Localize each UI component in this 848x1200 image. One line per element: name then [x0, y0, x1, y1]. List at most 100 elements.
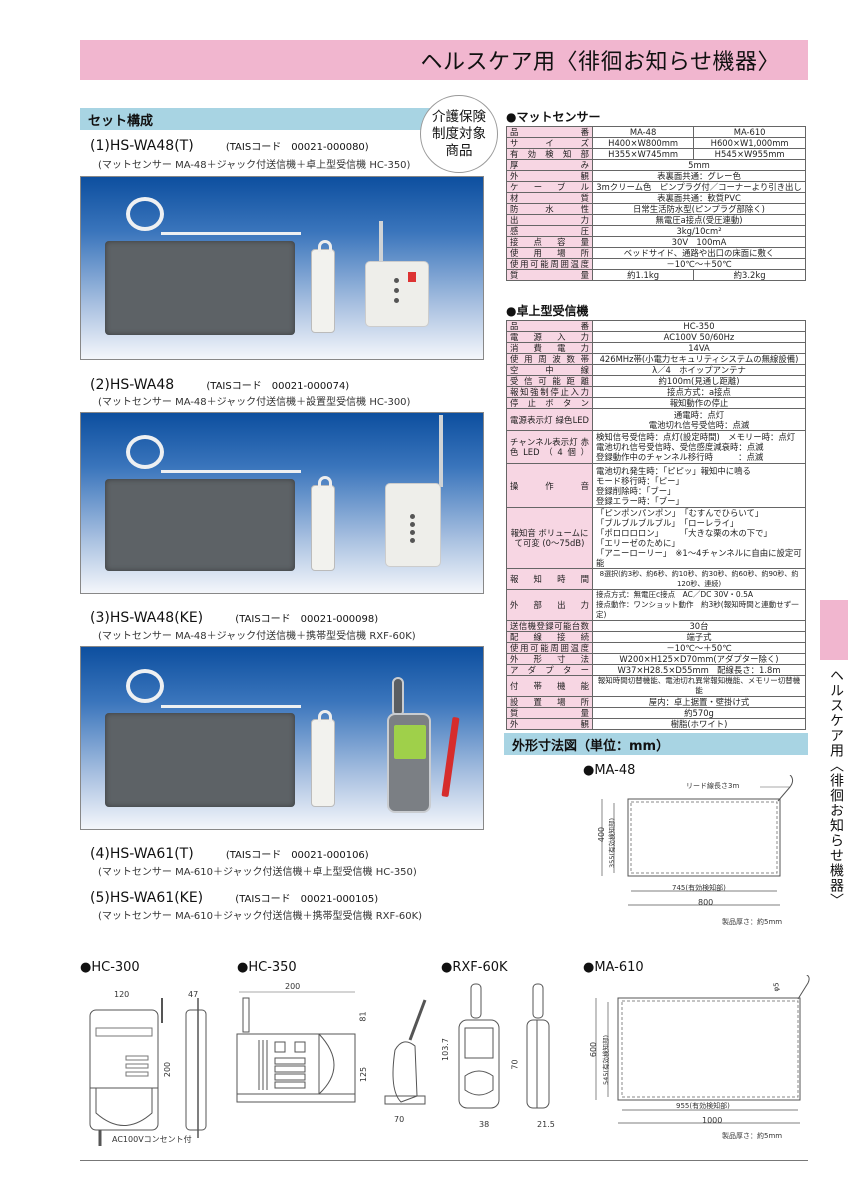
rxf60k-depth-label: 21.5 [537, 1120, 555, 1129]
cell: 30V 100mA [592, 236, 806, 248]
cell-line: 登録エラー時：「ブー」 [596, 495, 684, 506]
cell: λ／4 ホイップアンテナ [592, 364, 806, 376]
ma610-thickness-note: 製品厚さ：約5mm [722, 1132, 783, 1140]
table-row: 質量約570g [506, 707, 806, 719]
row-label: 質量 [506, 707, 593, 719]
mat-sensor-image [105, 713, 295, 807]
thickness-note: 製品厚さ：約5mm [722, 918, 783, 926]
transmitter-image [311, 476, 335, 571]
side-index-tab [820, 600, 848, 660]
cable-coil [126, 197, 164, 231]
row-label: 外部出力 [506, 589, 593, 621]
mat-sensor-image [105, 241, 295, 335]
row-label: 電源表示灯 緑色LED [506, 408, 593, 431]
footer-divider [80, 1160, 808, 1161]
row-label: 空中線 [506, 364, 593, 376]
tais-code: (TAISコード 00021-000074) [206, 381, 350, 392]
set-description: (マットセンサー MA-48＋ジャック付送信機＋卓上型受信機 HC-350) [98, 160, 411, 171]
cell: 426MHz帯(小電力セキュリティシステムの無線設備) [592, 353, 806, 365]
product-photo-set3 [80, 646, 484, 830]
table-row: 報知強制停止入力接点方式：a接点 [506, 386, 806, 398]
row-label: 外形寸法 [506, 653, 593, 665]
cell-line: 登録削除時：「ブー」 [596, 485, 676, 496]
row-label: 配線接続 [506, 631, 593, 643]
cell: AC100V 50/60Hz [592, 331, 806, 343]
cell: 14VA [592, 342, 806, 354]
rxf60k-dimension-drawing [458, 983, 550, 1109]
row-label: ケーブル [506, 181, 593, 193]
row-label: 報知強制停止入力 [506, 386, 593, 398]
cell: ベッドサイド、通路や出口の床面に敷く [592, 247, 806, 259]
cell-line: 「アニーローリー」 ※1～4チャンネルに自由に設定可能 [596, 548, 802, 568]
row-label: チャンネル表示灯 赤色LED（4個） [506, 430, 593, 464]
tais-code: (TAISコード 00021-000080) [225, 142, 369, 153]
row-label: 電源入力 [506, 331, 593, 343]
cell: 無電圧a接点(受圧連動) [592, 214, 806, 226]
row-label: 外観 [506, 718, 593, 730]
cell: 日常生活防水型(ピンプラグ部除く) [592, 203, 806, 215]
receiver-rxf60k-image [387, 713, 431, 813]
cell-line: モード移行時：「ピー」 [596, 475, 684, 486]
table-row: 材質表裏面共通：軟質PVC [506, 192, 806, 204]
width-outer-label: 800 [698, 898, 714, 907]
cell: H600×W1,000mm [693, 137, 806, 149]
set-description: (マットセンサー MA-48＋ジャック付送信機＋設置型受信機 HC-300) [98, 397, 411, 408]
tais-code: (TAISコード 00021-000098) [235, 614, 379, 625]
set-description: (マットセンサー MA-610＋ジャック付送信機＋卓上型受信機 HC-350) [98, 867, 417, 878]
row-label: 接点容量 [506, 236, 593, 248]
height-inner-label: 355(有効検知部) [607, 818, 616, 868]
handheld-antenna-image [392, 677, 404, 717]
cable [161, 705, 301, 708]
rxf60k-width-label: 38 [479, 1120, 490, 1129]
width-inner-label: 745(有効検知部) [672, 884, 726, 892]
cell: 接点方式：a接点 [592, 386, 806, 398]
row-label: 有効検知部 [506, 148, 593, 160]
cell: 約570g [592, 707, 806, 719]
cell: W37×H28.5×D55mm 配線長さ：1.8m [592, 664, 806, 676]
row-label: 使用可能周囲温度 [506, 258, 593, 270]
set-item-heading: (2)HS-WA48 (TAISコード 00021-000074) [90, 377, 349, 393]
antenna-image [439, 415, 443, 487]
set-item-heading: (4)HS-WA61(T) (TAISコード 00021-000106) [90, 846, 369, 862]
cell: 表裏面共通：グレー色 [592, 170, 806, 182]
cable-coil [126, 669, 164, 703]
cell: H400×W800mm [591, 137, 695, 149]
cell: 屋内：卓上据置・壁掛け式 [592, 696, 806, 708]
cable-coil [126, 435, 164, 469]
transmitter-image [311, 710, 335, 807]
cell-line: 接点方式：無電圧c接点 AC／DC 30V・0.5A [596, 590, 753, 599]
cell-line: 「ポロロロロン」 「大きな栗の木の下で」 [596, 528, 772, 538]
row-label: 消費電力 [506, 342, 593, 354]
cell: 30台 [592, 620, 806, 632]
set-model: (2)HS-WA48 [90, 377, 175, 393]
cell: 約3.2kg [693, 269, 806, 281]
ma610-height-inner-label: 545(有効検知部) [601, 1035, 610, 1085]
cell: H545×W955mm [693, 148, 806, 160]
transmitter-image [311, 240, 335, 333]
cell-line: 電池切れ信号受信時、受信感度減衰時：点滅 [596, 442, 764, 452]
cell: 約100m(見通し距離) [592, 375, 806, 387]
receiver-title: ●卓上型受信機 [506, 304, 589, 318]
ma610-width-inner-label: 955(有効検知部) [676, 1102, 730, 1110]
set-item-heading: (5)HS-WA61(KE) (TAISコード 00021-000105) [90, 890, 378, 906]
cell-line: 電池切れ信号受信時：点滅 [648, 419, 750, 430]
set-description: (マットセンサー MA-48＋ジャック付送信機＋携帯型受信機 RXF-60K) [98, 631, 416, 642]
set-model: (4)HS-WA61(T) [90, 846, 194, 862]
insurance-badge: 介護保険 制度対象 商品 [420, 95, 498, 173]
row-label: 停止ボタン [506, 397, 593, 409]
